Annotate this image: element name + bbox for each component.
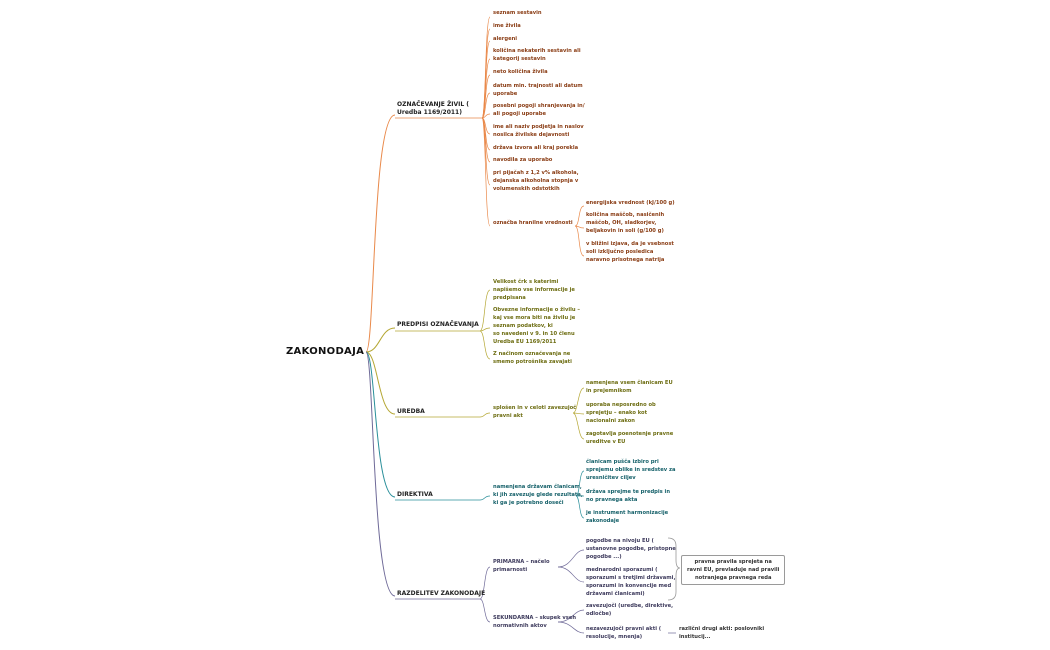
connector-regulations (365, 327, 396, 353)
primarna-node[interactable]: PRIMARNA – načelo primarnosti (493, 559, 550, 573)
uredba-subitem[interactable]: zagotavlja poenotenje pravne ureditve v … (586, 431, 674, 445)
nutrition-item[interactable]: energijska vrednost (kJ/100 g) (586, 200, 675, 206)
connector-labeling (365, 114, 396, 353)
sekundarna-extra[interactable]: različni drugi akti: poslovniki instituc… (679, 626, 765, 640)
primarna-summary-box[interactable]: pravna pravila sprejeta na ravni EU, pre… (681, 555, 786, 585)
branch-uredba[interactable]: UREDBA (397, 408, 425, 415)
direktiva-subitem[interactable]: država sprejme te predpis in no pravnega… (586, 489, 671, 503)
labeling-item[interactable]: neto količina živila (493, 69, 548, 75)
direktiva-item[interactable]: namenjena državam članicam, ki jih zavez… (493, 484, 583, 506)
sekundarna-item[interactable]: zavezujoči (uredbe, direktive, odločbe) (586, 603, 674, 617)
connector-razdelitev (365, 351, 396, 597)
labeling-item[interactable]: ime ali naziv podjetja in naslov nosilca… (493, 124, 584, 138)
direktiva-subitem[interactable]: je instrument harmonizacije zakonodaje (586, 510, 669, 524)
nutrition-item[interactable]: količina maščob, nasičenih maščob, OH, s… (586, 212, 665, 234)
sekundarna-item[interactable]: nezavezujoči pravni akti ( resolucije, m… (586, 626, 662, 640)
labeling-item[interactable]: alergeni (493, 36, 518, 42)
uredba-item[interactable]: splošen in v celoti zavezujoč pravni akt (493, 405, 577, 419)
regulation-item[interactable]: Obvezne informacije o živilu – kaj vse m… (493, 307, 580, 345)
primarna-item[interactable]: mednarodni sporazumi ( sporazumi s tretj… (586, 567, 676, 597)
regulation-item[interactable]: Z načinom označevanja ne smemo potrošnik… (493, 351, 572, 365)
branch-regulations[interactable]: PREDPISI OZNAČEVANJA (397, 321, 479, 328)
branch-labeling[interactable]: OZNAČEVANJE ŽIVIL ( Uredba 1169/2011) (397, 101, 470, 116)
labeling-item[interactable]: posebni pogoji shranjevanja in/ ali pogo… (493, 103, 585, 117)
labeling-item-nutrition[interactable]: označba hranilne vrednosti (493, 220, 573, 226)
branch-direktiva[interactable]: DIREKTIVA (397, 491, 433, 498)
labeling-item[interactable]: datum min. trajnosti ali datum uporabe (493, 83, 583, 97)
labeling-item[interactable]: država izvora ali kraj porekla (493, 145, 579, 151)
labeling-item[interactable]: pri pijačah z 1,2 v% alkohola, dejanska … (493, 170, 579, 192)
primarna-item[interactable]: pogodbe na nivoju EU ( ustanovne pogodbe… (586, 538, 676, 560)
labeling-item[interactable]: količina nekaterih sestavin ali kategori… (493, 48, 581, 62)
branch-razdelitev[interactable]: RAZDELITEV ZAKONODAJE (397, 590, 486, 597)
uredba-subitem[interactable]: uporaba neposredno ob sprejetju – enako … (586, 402, 656, 424)
sekundarna-node[interactable]: SEKUNDARNA – skupek vseh normativnih akt… (493, 615, 577, 629)
labeling-item[interactable]: seznam sestavin (493, 10, 542, 16)
labeling-item[interactable]: ime živila (493, 23, 521, 29)
regulation-item[interactable]: Velikost črk s katerimi napišemo vse inf… (493, 279, 575, 301)
connector-direktiva (365, 351, 396, 498)
root-topic[interactable]: ZAKONODAJA (286, 346, 365, 357)
direktiva-subitem[interactable]: članicam pušča izbiro pri sprejemu oblik… (586, 459, 676, 481)
nutrition-item[interactable]: v bližini izjava, da je vsebnost soli iz… (586, 241, 674, 263)
uredba-subitem[interactable]: namenjena vsem članicam EU in prejemniko… (586, 380, 673, 394)
connector-uredba (365, 351, 396, 415)
labeling-item[interactable]: navodila za uporabo (493, 157, 553, 163)
